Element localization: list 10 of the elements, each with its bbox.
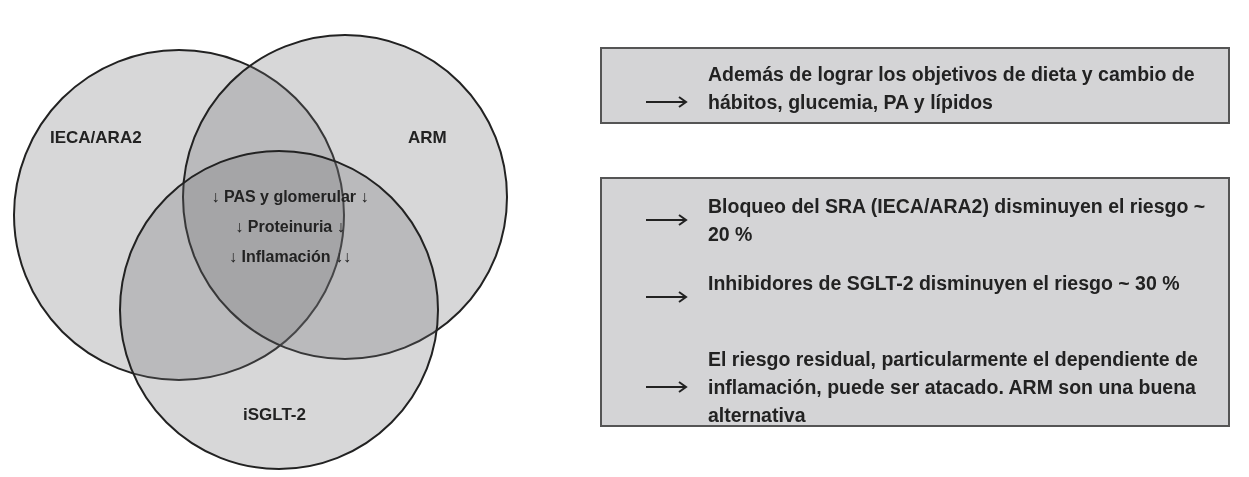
bullet-text: Además de lograr los objetivos de dieta y cambio de hábitos, glucemia, PA y lípidos	[708, 62, 1196, 115]
set-label: ARM	[408, 128, 447, 148]
bullet-text: El riesgo residual, particularmente el dependiente de inflamación, puede ser atacado. ARM son una buena alternativa	[708, 347, 1199, 428]
bullet-text: Bloqueo del SRA (IECA/ARA2) disminuyen el riesgo ~ 20 %	[708, 194, 1207, 247]
set-label: IECA/ARA2	[50, 128, 142, 148]
text-panel	[600, 177, 1230, 427]
bullet-text: Inhibidores de SGLT-2 disminuyen el riesgo ~ 30 %	[708, 271, 1181, 296]
set-label: iSGLT-2	[243, 405, 306, 425]
text-panel	[600, 47, 1230, 124]
effect-text: ↓ Proteinuria ↓	[234, 218, 346, 236]
